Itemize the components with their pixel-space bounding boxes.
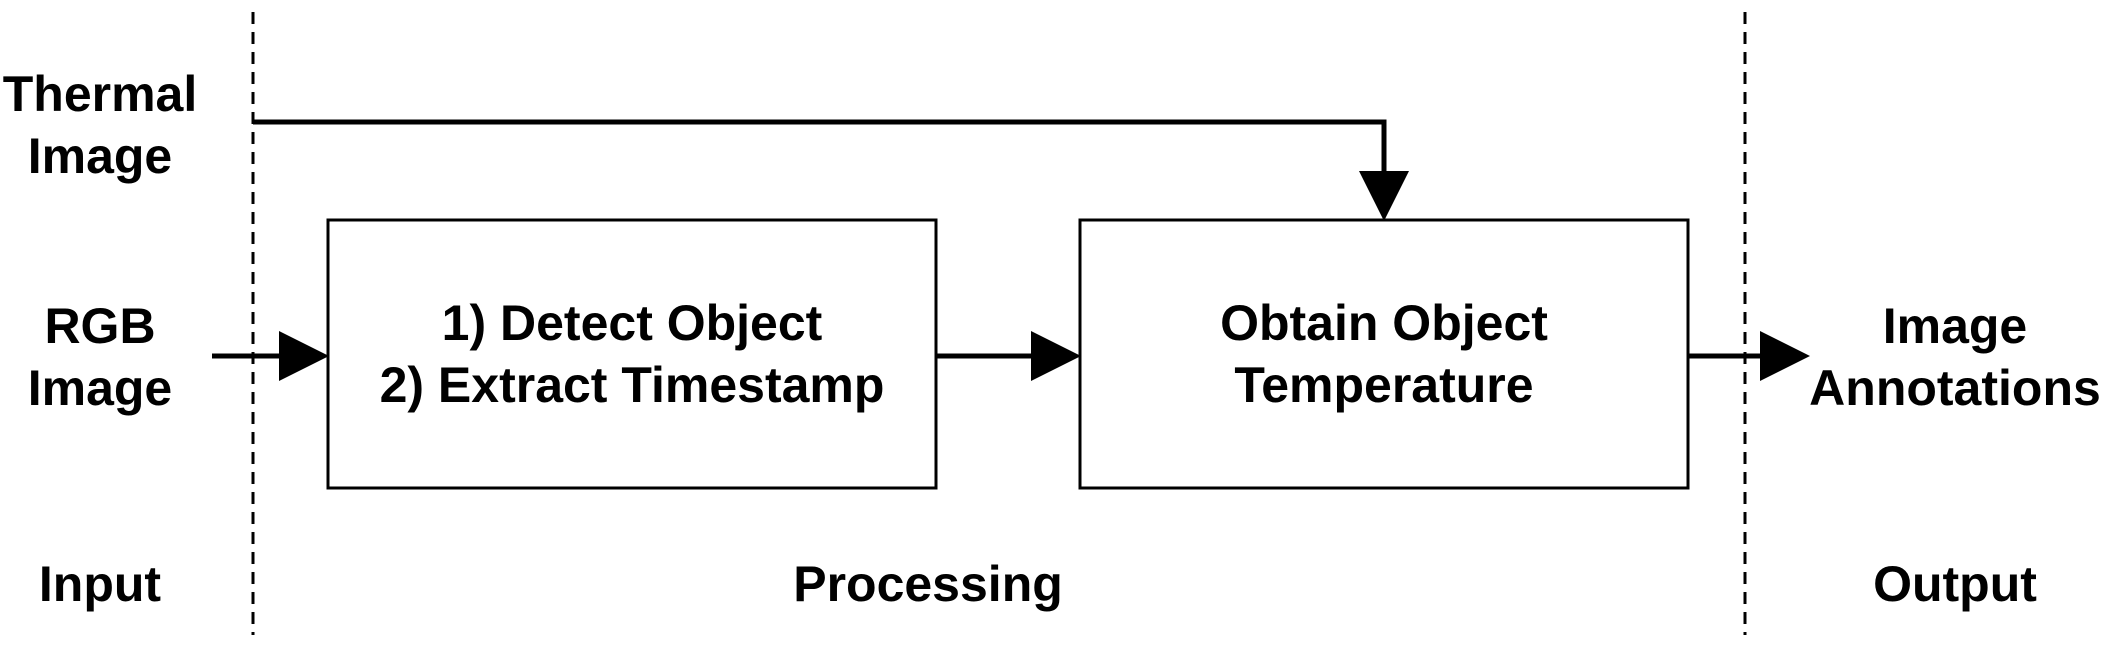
thermal-label-line-1: Thermal xyxy=(2,66,198,122)
output-label-line-1: Image xyxy=(1882,298,2028,354)
detect-box xyxy=(326,218,938,490)
image-annotations-label: Image Annotations xyxy=(1790,295,2120,419)
thermal-image-label: Thermal Image xyxy=(0,63,200,187)
temperature-box xyxy=(1078,218,1690,490)
rgb-label-line-2: Image xyxy=(27,360,173,416)
temperature-line-2: Temperature xyxy=(1234,357,1534,413)
output-label-line-2: Annotations xyxy=(1809,360,2101,416)
detect-box-text: 1) Detect Object 2) Extract Timestamp xyxy=(328,220,936,488)
detect-step-1: 1) Detect Object xyxy=(441,295,823,351)
rgb-image-label: RGB Image xyxy=(0,295,200,419)
section-processing-label: Processing xyxy=(793,556,1063,612)
section-input-label: Input xyxy=(38,556,162,612)
thermal-label-line-2: Image xyxy=(27,128,173,184)
temperature-box-text: Obtain Object Temperature xyxy=(1080,220,1688,488)
temperature-line-1: Obtain Object xyxy=(1220,295,1548,351)
detect-step-2: 2) Extract Timestamp xyxy=(379,357,885,413)
section-output-label: Output xyxy=(1873,556,2037,612)
rgb-label-line-1: RGB xyxy=(44,298,156,354)
thermal-arrow xyxy=(253,119,1409,221)
